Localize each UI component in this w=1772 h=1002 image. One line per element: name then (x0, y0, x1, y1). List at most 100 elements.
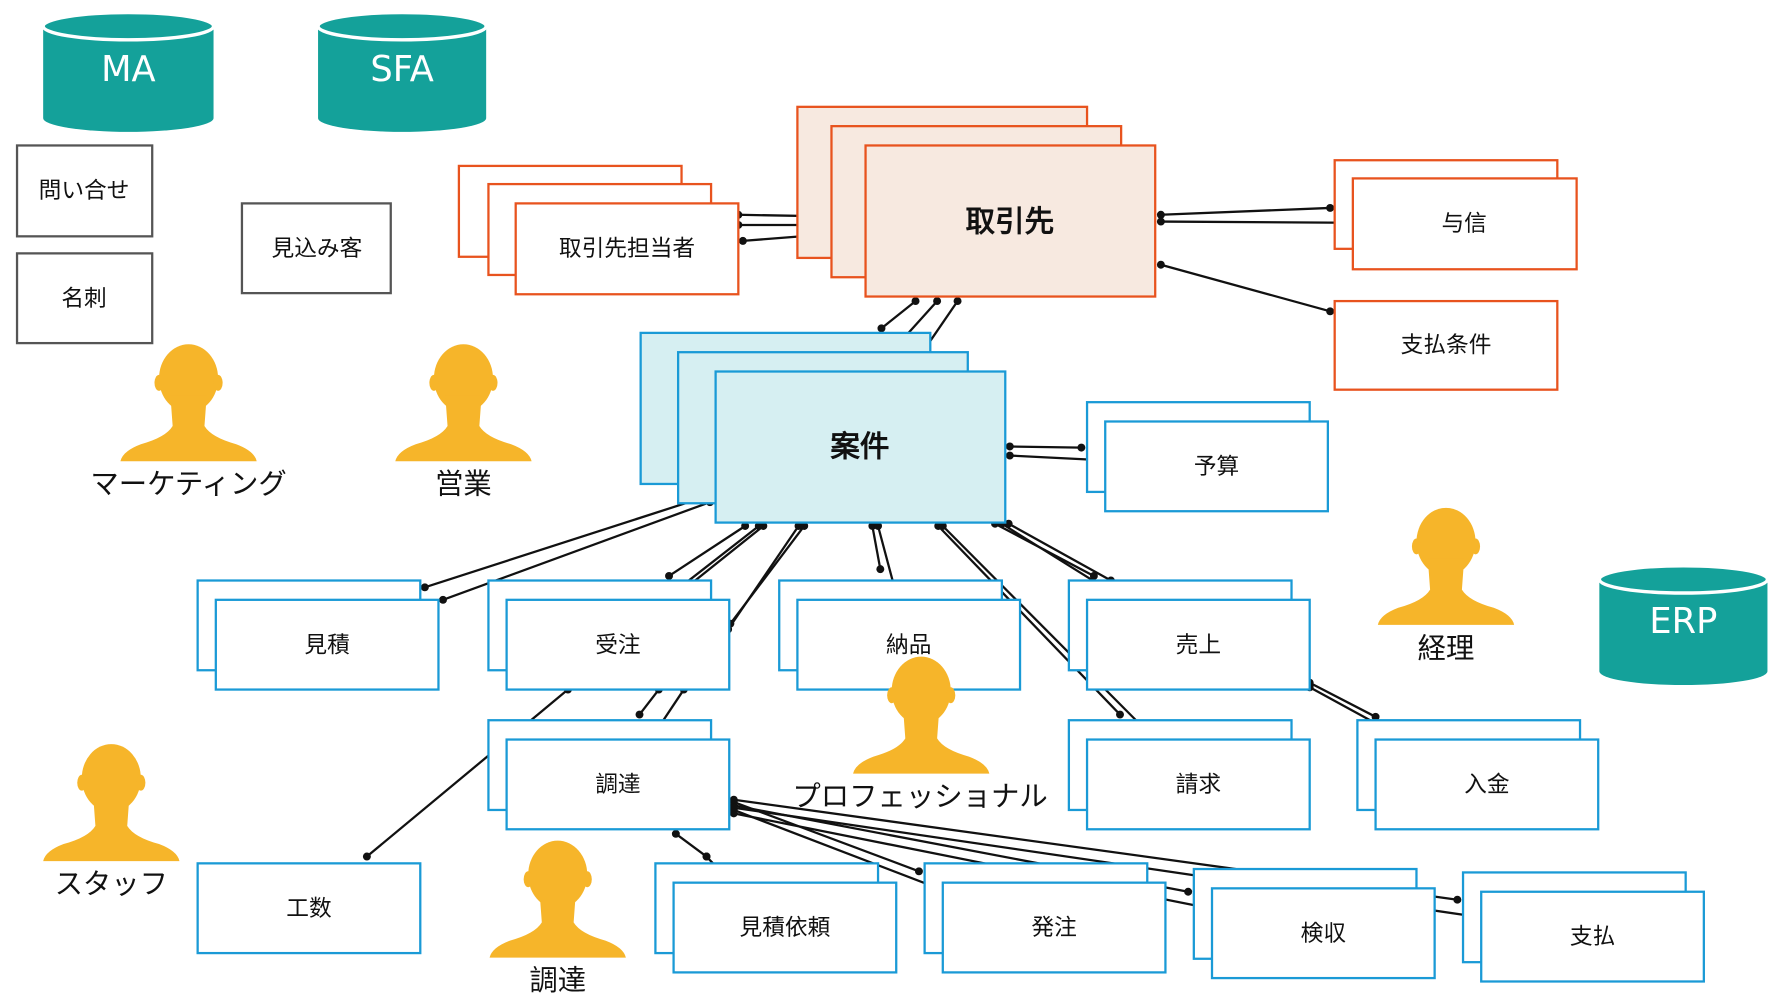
delivery-box[interactable]: 納品 (778, 579, 1022, 691)
payment-received-box[interactable]: 入金 (1356, 719, 1600, 831)
deal-label: 案件 (830, 429, 889, 463)
connector-dot (1156, 217, 1165, 226)
sales-box[interactable]: 売上 (1067, 579, 1311, 691)
connector-dot (933, 297, 942, 306)
connector-dot (420, 583, 429, 592)
budget-label: 予算 (1194, 454, 1239, 480)
connector-dot (671, 829, 680, 838)
payment-box[interactable]: 支払 (1461, 871, 1705, 983)
connector-dot (738, 236, 747, 245)
business-card-box[interactable]: 名刺 (15, 252, 154, 345)
connector-line (1009, 445, 1082, 449)
estimate-label: 見積 (304, 632, 349, 658)
connector-dot (665, 571, 674, 580)
account-stack[interactable]: 取引先 (796, 105, 1157, 298)
sfa-label: SFA (370, 49, 433, 90)
procurement-role-label: 調達 (529, 964, 586, 997)
connector-line (733, 800, 920, 873)
marketing-label: マーケティング (90, 467, 286, 500)
budget-box[interactable]: 予算 (1085, 401, 1329, 513)
payment-terms-label: 支払条件 (1401, 332, 1492, 358)
connector-line (668, 525, 746, 577)
inspection-label: 検収 (1301, 921, 1347, 947)
professional-label: プロフェッショナル (792, 780, 1047, 813)
accounting-person: 経理 (1377, 507, 1515, 665)
inquiry-box[interactable]: 問い合せ (15, 144, 154, 238)
connector-dot (702, 852, 711, 861)
order-received-label: 受注 (595, 632, 640, 658)
connector-dot (729, 795, 738, 804)
sales-label: 売上 (1176, 632, 1221, 658)
connector-line (680, 525, 760, 588)
connector-line (638, 688, 660, 716)
payment-terms-box[interactable]: 支払条件 (1333, 299, 1559, 391)
sfa-database[interactable]: SFA (316, 10, 488, 132)
sales-label: 営業 (435, 467, 492, 500)
erp-database[interactable]: ERP (1597, 564, 1770, 686)
credit-stack[interactable]: 与信 (1333, 159, 1578, 271)
connector-dot (635, 710, 644, 719)
person-icon (395, 344, 532, 462)
connector-dot (754, 522, 763, 530)
connector-dot (1005, 451, 1014, 460)
connector-line (1160, 220, 1350, 224)
estimate-box[interactable]: 見積 (196, 579, 440, 691)
connector-dot (1326, 203, 1335, 212)
connector-dot (1156, 260, 1165, 269)
account-contact-stack[interactable]: 取引先担当者 (457, 164, 740, 296)
person-icon (120, 344, 257, 462)
procurement-box[interactable]: 調達 (487, 719, 731, 831)
connector-line (729, 525, 806, 625)
prospect-box[interactable]: 見込み客 (240, 202, 392, 295)
person-icon (489, 840, 626, 958)
person-icon (43, 744, 180, 862)
connector-dot (1004, 519, 1013, 528)
erp-label: ERP (1649, 601, 1717, 642)
person-icon (1377, 507, 1515, 625)
rfq-box[interactable]: 見積依頼 (654, 862, 898, 974)
ma-database[interactable]: MA (41, 10, 216, 132)
connector-dot (1005, 442, 1014, 451)
connector-dot (911, 297, 920, 306)
rfq-label: 見積依頼 (739, 915, 830, 941)
connector-dot (877, 324, 886, 333)
connector-dot (876, 565, 885, 574)
connector-dot (794, 522, 803, 530)
connector-line (424, 494, 711, 589)
connector-dot (439, 595, 447, 604)
account-contact-label: 取引先担当者 (559, 236, 695, 262)
payment-label: 支払 (1570, 924, 1615, 950)
delivery-label: 納品 (886, 632, 931, 658)
staff-person: スタッフ (43, 744, 180, 900)
order-received-box[interactable]: 受注 (487, 579, 731, 691)
prospect-label: 見込み客 (272, 236, 363, 262)
deal-stack[interactable]: 案件 (639, 331, 1007, 524)
staff-label: スタッフ (55, 867, 169, 900)
connector-line (871, 525, 882, 570)
man-hours-box[interactable]: 工数 (196, 862, 422, 955)
procurement-label: 調達 (595, 772, 640, 798)
inspection-box[interactable]: 検収 (1192, 867, 1436, 980)
connector-line (1309, 681, 1377, 718)
connector-dot (1116, 710, 1124, 719)
sales-person: 営業 (395, 344, 532, 500)
connector-dot (1184, 887, 1193, 896)
connector-dot (741, 522, 750, 530)
connector-dot (1077, 443, 1086, 452)
connector-dot (1371, 712, 1380, 721)
connector-dot (938, 522, 947, 530)
connector-line (366, 688, 569, 858)
invoice-box[interactable]: 請求 (1067, 719, 1311, 831)
marketing-person: マーケティング (90, 344, 287, 500)
ma-label: MA (101, 49, 155, 90)
connector-dot (953, 297, 962, 306)
connector-dot (1453, 895, 1462, 904)
connector-dot (874, 522, 883, 530)
purchase-order-label: 発注 (1031, 915, 1076, 941)
connector-dot (1089, 571, 1098, 580)
procurement-person: 調達 (489, 840, 626, 997)
connector-line (941, 525, 1150, 734)
connector-line (675, 832, 708, 858)
purchase-order-box[interactable]: 発注 (923, 862, 1167, 974)
